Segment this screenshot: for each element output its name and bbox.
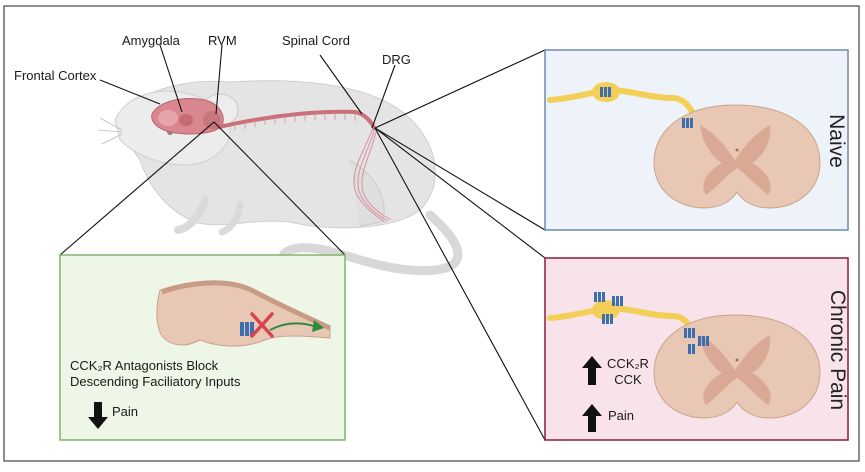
rvm-pointer bbox=[215, 44, 223, 115]
naive-spinal-receptor-icon bbox=[682, 118, 693, 128]
frontal-cortex-region bbox=[158, 110, 178, 126]
frontal-cortex-pointer bbox=[99, 79, 161, 105]
frontal-cortex-label: Frontal Cortex bbox=[14, 68, 97, 83]
chronic-pain-title: Chronic Pain bbox=[826, 289, 849, 411]
spinal-cord-label: Spinal Cord bbox=[282, 33, 350, 48]
drg-label: DRG bbox=[382, 52, 411, 67]
spinal-cord-pointer bbox=[319, 54, 363, 115]
chronic-up-arrow-icon bbox=[582, 356, 602, 385]
chronic-receptor-icons bbox=[594, 292, 623, 324]
block-cross-icon bbox=[250, 312, 274, 338]
chronic-pain-up-arrow-icon bbox=[582, 404, 602, 432]
rvm-pain-label: Pain bbox=[112, 404, 139, 419]
rvm-text-line-1: CCK₂R Antagonists Block bbox=[70, 358, 219, 373]
drg-pointer bbox=[371, 64, 396, 129]
chronic-spinal-receptor-icons bbox=[684, 328, 709, 354]
chronic-spinal-cross-section bbox=[653, 314, 821, 419]
rvm-pain-down-arrow-icon bbox=[88, 402, 108, 429]
rvm-text-line-2: Descending Faciliatory Inputs bbox=[70, 374, 241, 389]
naive-line-top bbox=[374, 49, 546, 129]
mouse-whiskers bbox=[97, 117, 123, 145]
chronic-line-bottom bbox=[374, 127, 546, 441]
chronic-up-label-1: CCK₂R bbox=[607, 356, 649, 371]
figure-frame bbox=[3, 5, 860, 462]
rvm-receptor-icon bbox=[240, 322, 254, 336]
chronic-pain-panel bbox=[544, 257, 849, 441]
amygdala-region bbox=[179, 114, 193, 126]
naive-line-bottom bbox=[374, 127, 546, 231]
rvm-label: RVM bbox=[208, 33, 237, 48]
brainstem-border bbox=[161, 280, 332, 331]
chronic-pain-label: Pain bbox=[608, 408, 635, 423]
rvm-inset bbox=[59, 254, 346, 441]
naive-nerve-fiber bbox=[547, 86, 699, 121]
naive-spinal-cross-section bbox=[653, 104, 821, 209]
sciatic-nerve bbox=[353, 129, 392, 223]
naive-title: Naive bbox=[825, 114, 848, 168]
naive-receptor-icon bbox=[600, 87, 611, 97]
mouse-front-leg bbox=[174, 196, 209, 234]
amygdala-pointer bbox=[159, 44, 183, 113]
naive-panel bbox=[544, 49, 849, 231]
mouse-front-leg-2 bbox=[218, 201, 244, 236]
pointer-lines bbox=[59, 44, 546, 441]
chronic-up-label-2: CCK bbox=[614, 372, 642, 387]
mouse-illustration bbox=[97, 80, 463, 276]
descending-arrow-icon bbox=[269, 322, 315, 331]
chronic-line-top bbox=[374, 127, 546, 259]
descending-arrowhead-icon bbox=[312, 320, 324, 332]
rvm-inset-line-right bbox=[213, 121, 346, 256]
amygdala-label: Amygdala bbox=[122, 33, 180, 48]
spinal-cord bbox=[214, 109, 377, 131]
chronic-nerve-fiber bbox=[547, 304, 699, 339]
spinal-nerve-roots bbox=[234, 113, 356, 130]
rvm-inset-line-left bbox=[59, 121, 215, 256]
